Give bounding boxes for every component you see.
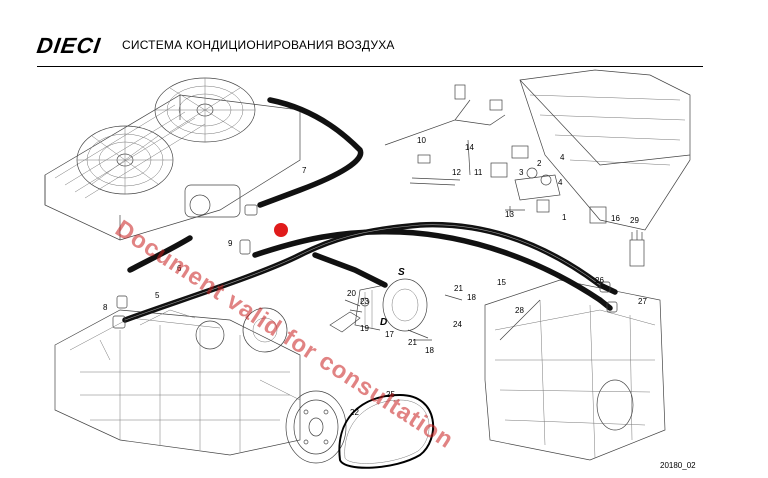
part-callouts: 1 2 3 4 4 5 6 7 8 9 10 11 12 13 14 15 16… <box>103 136 647 417</box>
page-title: СИСТЕМА КОНДИЦИОНИРОВАНИЯ ВОЗДУХА <box>122 38 395 52</box>
condenser-assembly <box>44 94 301 241</box>
letter-s: S <box>398 267 405 278</box>
condenser-fan-right <box>154 77 256 143</box>
callout-15: 15 <box>497 278 506 287</box>
refrigerant-hoses <box>122 97 618 323</box>
callout-5: 5 <box>155 291 160 300</box>
compressor <box>354 278 428 332</box>
callout-21b: 21 <box>408 338 417 347</box>
condenser-fan-left <box>76 125 174 195</box>
pulley <box>285 390 347 464</box>
red-dot-marker <box>274 223 288 237</box>
wiring-harness <box>384 84 506 186</box>
callout-25: 25 <box>386 390 395 399</box>
callout-10: 10 <box>417 136 426 145</box>
small-fasteners <box>344 294 541 341</box>
drawing-code: 20180_02 <box>660 461 696 470</box>
callout-23: 23 <box>360 297 369 306</box>
callout-17: 17 <box>385 330 394 339</box>
callout-8: 8 <box>103 303 108 312</box>
relay-and-switches <box>490 145 645 267</box>
drive-belt <box>338 393 434 469</box>
callout-4b: 4 <box>558 178 563 187</box>
callout-26: 26 <box>595 276 604 285</box>
callout-3: 3 <box>519 168 524 177</box>
callout-7: 7 <box>302 166 307 175</box>
callout-20: 20 <box>347 289 356 298</box>
cab-frame <box>519 69 691 231</box>
header: DIECI СИСТЕМА КОНДИЦИОНИРОВАНИЯ ВОЗДУХА <box>0 0 768 68</box>
callout-28: 28 <box>515 306 524 315</box>
hose-fittings <box>112 204 618 329</box>
callout-22: 22 <box>350 408 359 417</box>
callout-9: 9 <box>228 239 233 248</box>
callout-12: 12 <box>452 168 461 177</box>
callout-18b: 18 <box>425 346 434 355</box>
callout-6: 6 <box>177 264 182 273</box>
callout-24: 24 <box>453 320 462 329</box>
callout-21a: 21 <box>454 284 463 293</box>
header-divider <box>37 66 703 67</box>
receiver-drier <box>184 184 241 218</box>
callout-18a: 18 <box>467 293 476 302</box>
callout-16: 16 <box>611 214 620 223</box>
callout-27: 27 <box>638 297 647 306</box>
callout-1: 1 <box>562 213 567 222</box>
evaporator-unit <box>484 279 666 461</box>
callout-11: 11 <box>474 168 483 177</box>
callout-13: 13 <box>505 210 514 219</box>
callout-2: 2 <box>537 159 542 168</box>
callout-19: 19 <box>360 324 369 333</box>
compressor-bracket <box>329 311 361 333</box>
callout-14: 14 <box>465 143 474 152</box>
callout-29: 29 <box>630 216 639 225</box>
letter-d: D <box>380 317 387 328</box>
callout-4a: 4 <box>560 153 565 162</box>
